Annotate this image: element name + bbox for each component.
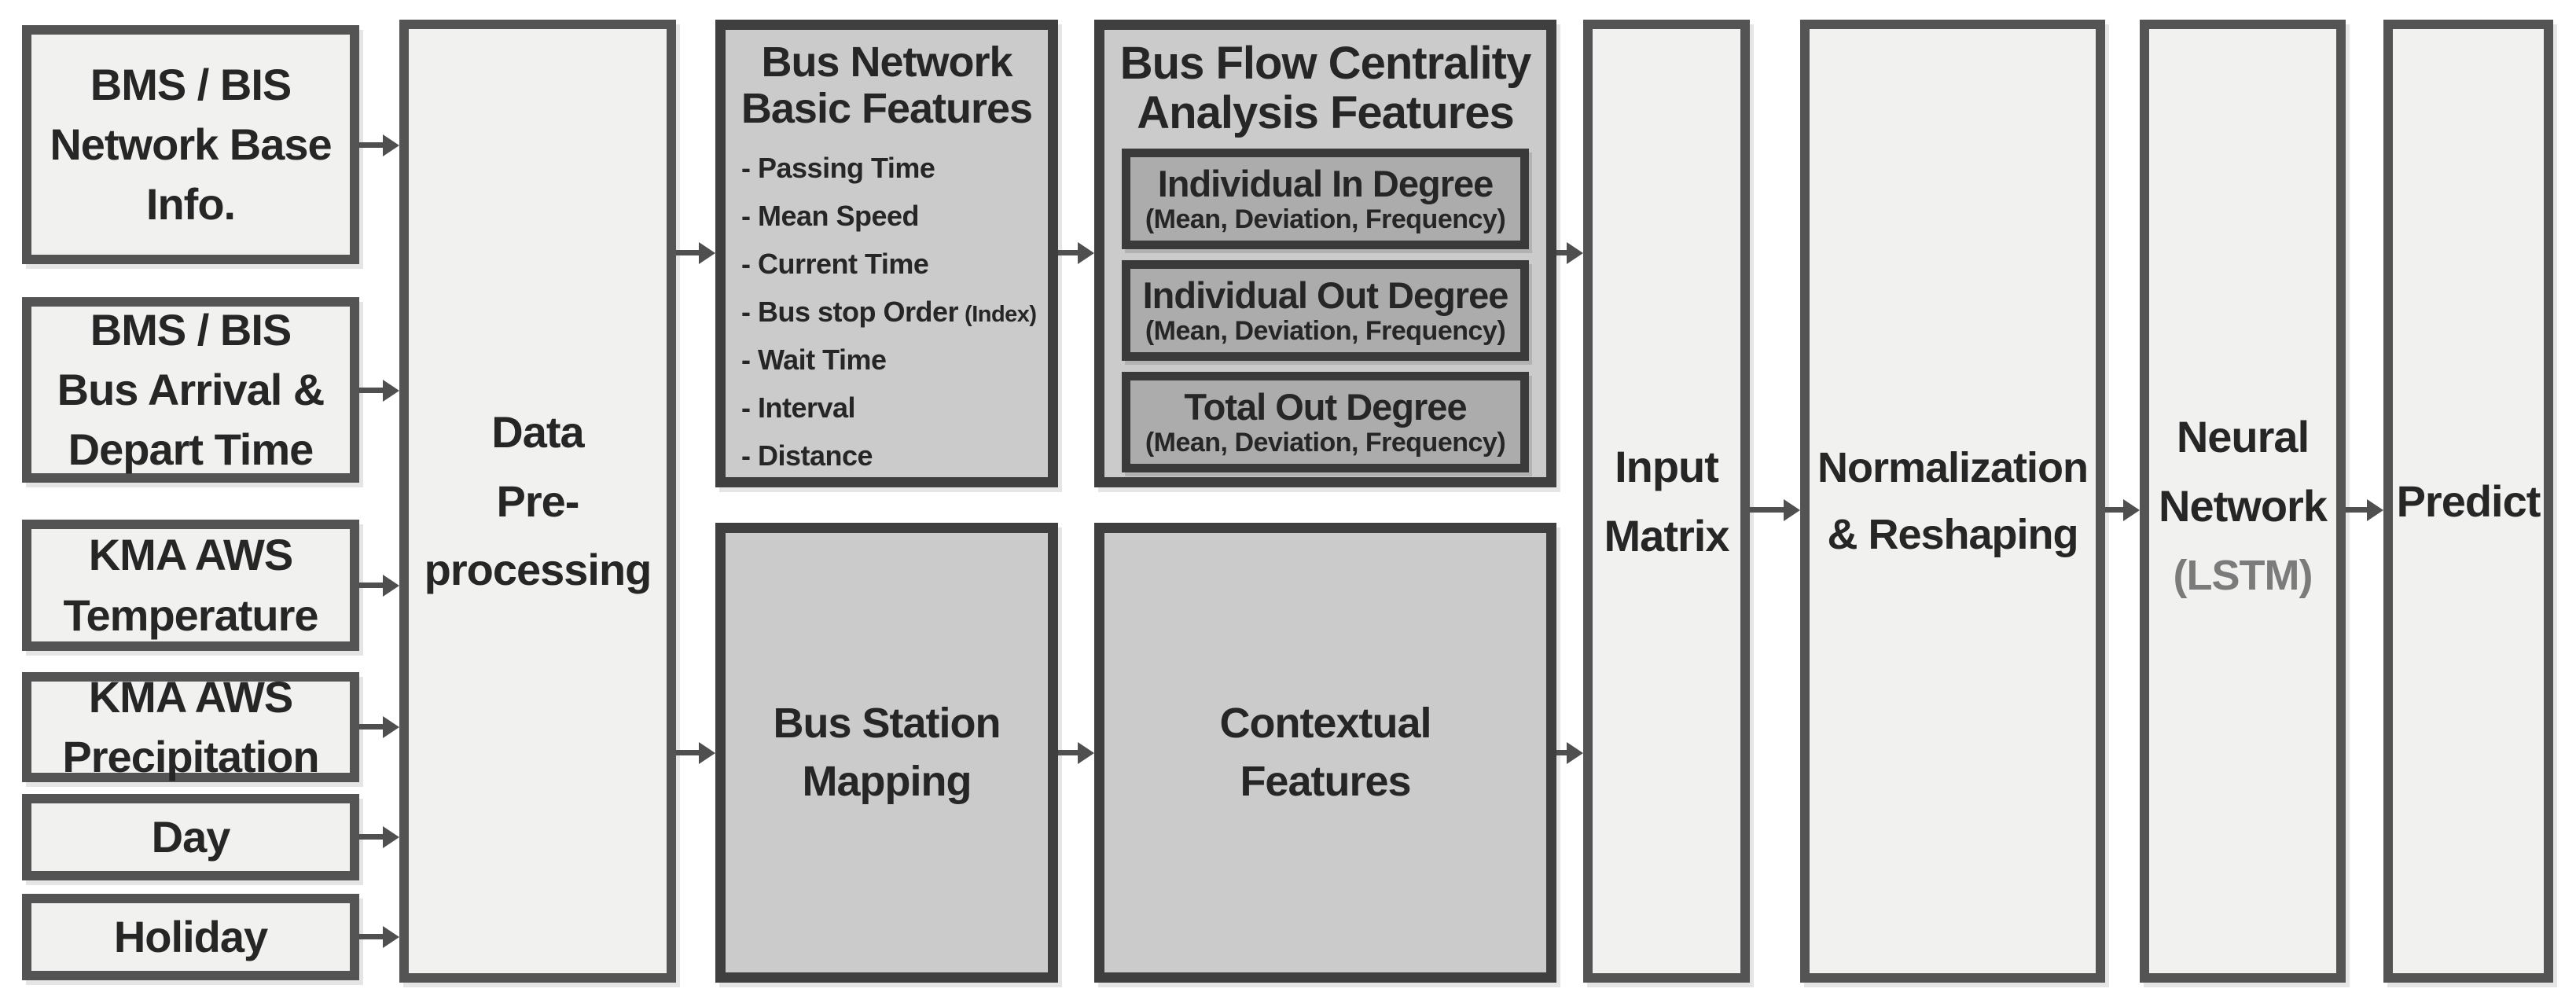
arrow-neural-network-to-predict [2346,507,2367,513]
arrow-centrality-to-input-matrix [1556,250,1567,255]
sub-box-title: Individual In Degree [1157,163,1494,205]
station-mapping-box: Bus Station Mapping [715,523,1058,983]
sub-box-detail: (Mean, Deviation, Frequency) [1145,427,1506,458]
input-box-label: BMS / BIS Bus Arrival & Depart Time [57,304,325,475]
input-matrix-label: Input Matrix [1604,442,1730,560]
basic-features-box: Bus Network Basic Features - Passing Tim… [715,20,1058,487]
neural-network-sublabel: (LSTM) [2173,551,2313,599]
data-preprocessing-box: Data Pre- processing [399,20,676,983]
contextual-features-label: Contextual Features [1219,700,1431,805]
input-matrix-box: Input Matrix [1583,20,1750,983]
centrality-title: Bus Flow Centrality Analysis Features [1119,38,1531,138]
feature-list-item: - Passing Time [741,151,935,184]
predict-label: Predict [2396,476,2541,526]
arrow-contextual-to-input-matrix [1556,750,1567,755]
feature-list-item: - Mean Speed [741,199,920,232]
input-box-label: Holiday [113,911,268,961]
centrality-sub-box-individual-out-degree: Individual Out Degree (Mean, Deviation, … [1122,260,1529,362]
arrow-basic-features-to-centrality [1058,250,1078,255]
arrow-preprocessing-to-station-mapping [676,750,699,755]
input-box-label: KMA AWS Temperature [63,530,318,640]
basic-features-list: - Passing Time - Mean Speed - Current Ti… [726,145,1048,481]
arrow-precipitation-to-preprocessing [359,724,383,730]
neural-network-box: Neural Network (LSTM) [2140,20,2346,983]
arrow-preprocessing-to-basic-features [676,250,699,255]
sub-box-detail: (Mean, Deviation, Frequency) [1145,315,1506,346]
data-preprocessing-label: Data Pre- processing [424,407,652,595]
neural-network-label: Neural Network [2159,412,2328,531]
input-box-label: KMA AWS Precipitation [62,671,319,781]
feature-list-item: - Wait Time [741,343,887,376]
input-box-label: BMS / BIS Network Base Info. [50,59,332,230]
centrality-box: Bus Flow Centrality Analysis Features In… [1094,20,1556,487]
normalization-box: Normalization & Reshaping [1800,20,2105,983]
centrality-sub-box-individual-in-degree: Individual In Degree (Mean, Deviation, F… [1122,149,1529,250]
centrality-sub-box-total-out-degree: Total Out Degree (Mean, Deviation, Frequ… [1122,372,1529,473]
arrow-normalization-to-neural-network [2105,507,2123,513]
input-box-day: Day [22,794,359,880]
predict-box: Predict [2383,20,2553,983]
input-box-holiday: Holiday [22,894,359,980]
normalization-label: Normalization & Reshaping [1817,444,2089,558]
arrow-station-mapping-to-contextual [1058,750,1078,755]
sub-box-detail: (Mean, Deviation, Frequency) [1145,204,1506,234]
input-box-label: Day [151,811,231,862]
arrow-holiday-to-preprocessing [359,934,383,939]
contextual-features-box: Contextual Features [1094,523,1556,983]
sub-box-title: Total Out Degree [1184,386,1467,428]
input-box-bus-arrival-depart: BMS / BIS Bus Arrival & Depart Time [22,297,359,483]
station-mapping-label: Bus Station Mapping [773,700,1001,805]
feature-list-item: - Interval [741,391,856,424]
arrow-arrival-depart-to-preprocessing [359,388,383,393]
feature-list-item: - Distance [741,439,873,472]
basic-features-title: Bus Network Basic Features [740,39,1033,133]
feature-list-item: - Current Time [741,247,929,280]
feature-list-item: - Bus stop Order(Index) [741,295,1037,328]
arrow-temperature-to-preprocessing [359,583,383,588]
arrow-day-to-preprocessing [359,834,383,840]
input-box-kma-temperature: KMA AWS Temperature [22,520,359,651]
sub-box-title: Individual Out Degree [1142,274,1509,317]
arrow-network-base-to-preprocessing [359,142,383,148]
input-box-kma-precipitation: KMA AWS Precipitation [22,672,359,782]
input-box-network-base-info: BMS / BIS Network Base Info. [22,25,359,264]
arrow-input-matrix-to-normalization [1750,507,1784,513]
